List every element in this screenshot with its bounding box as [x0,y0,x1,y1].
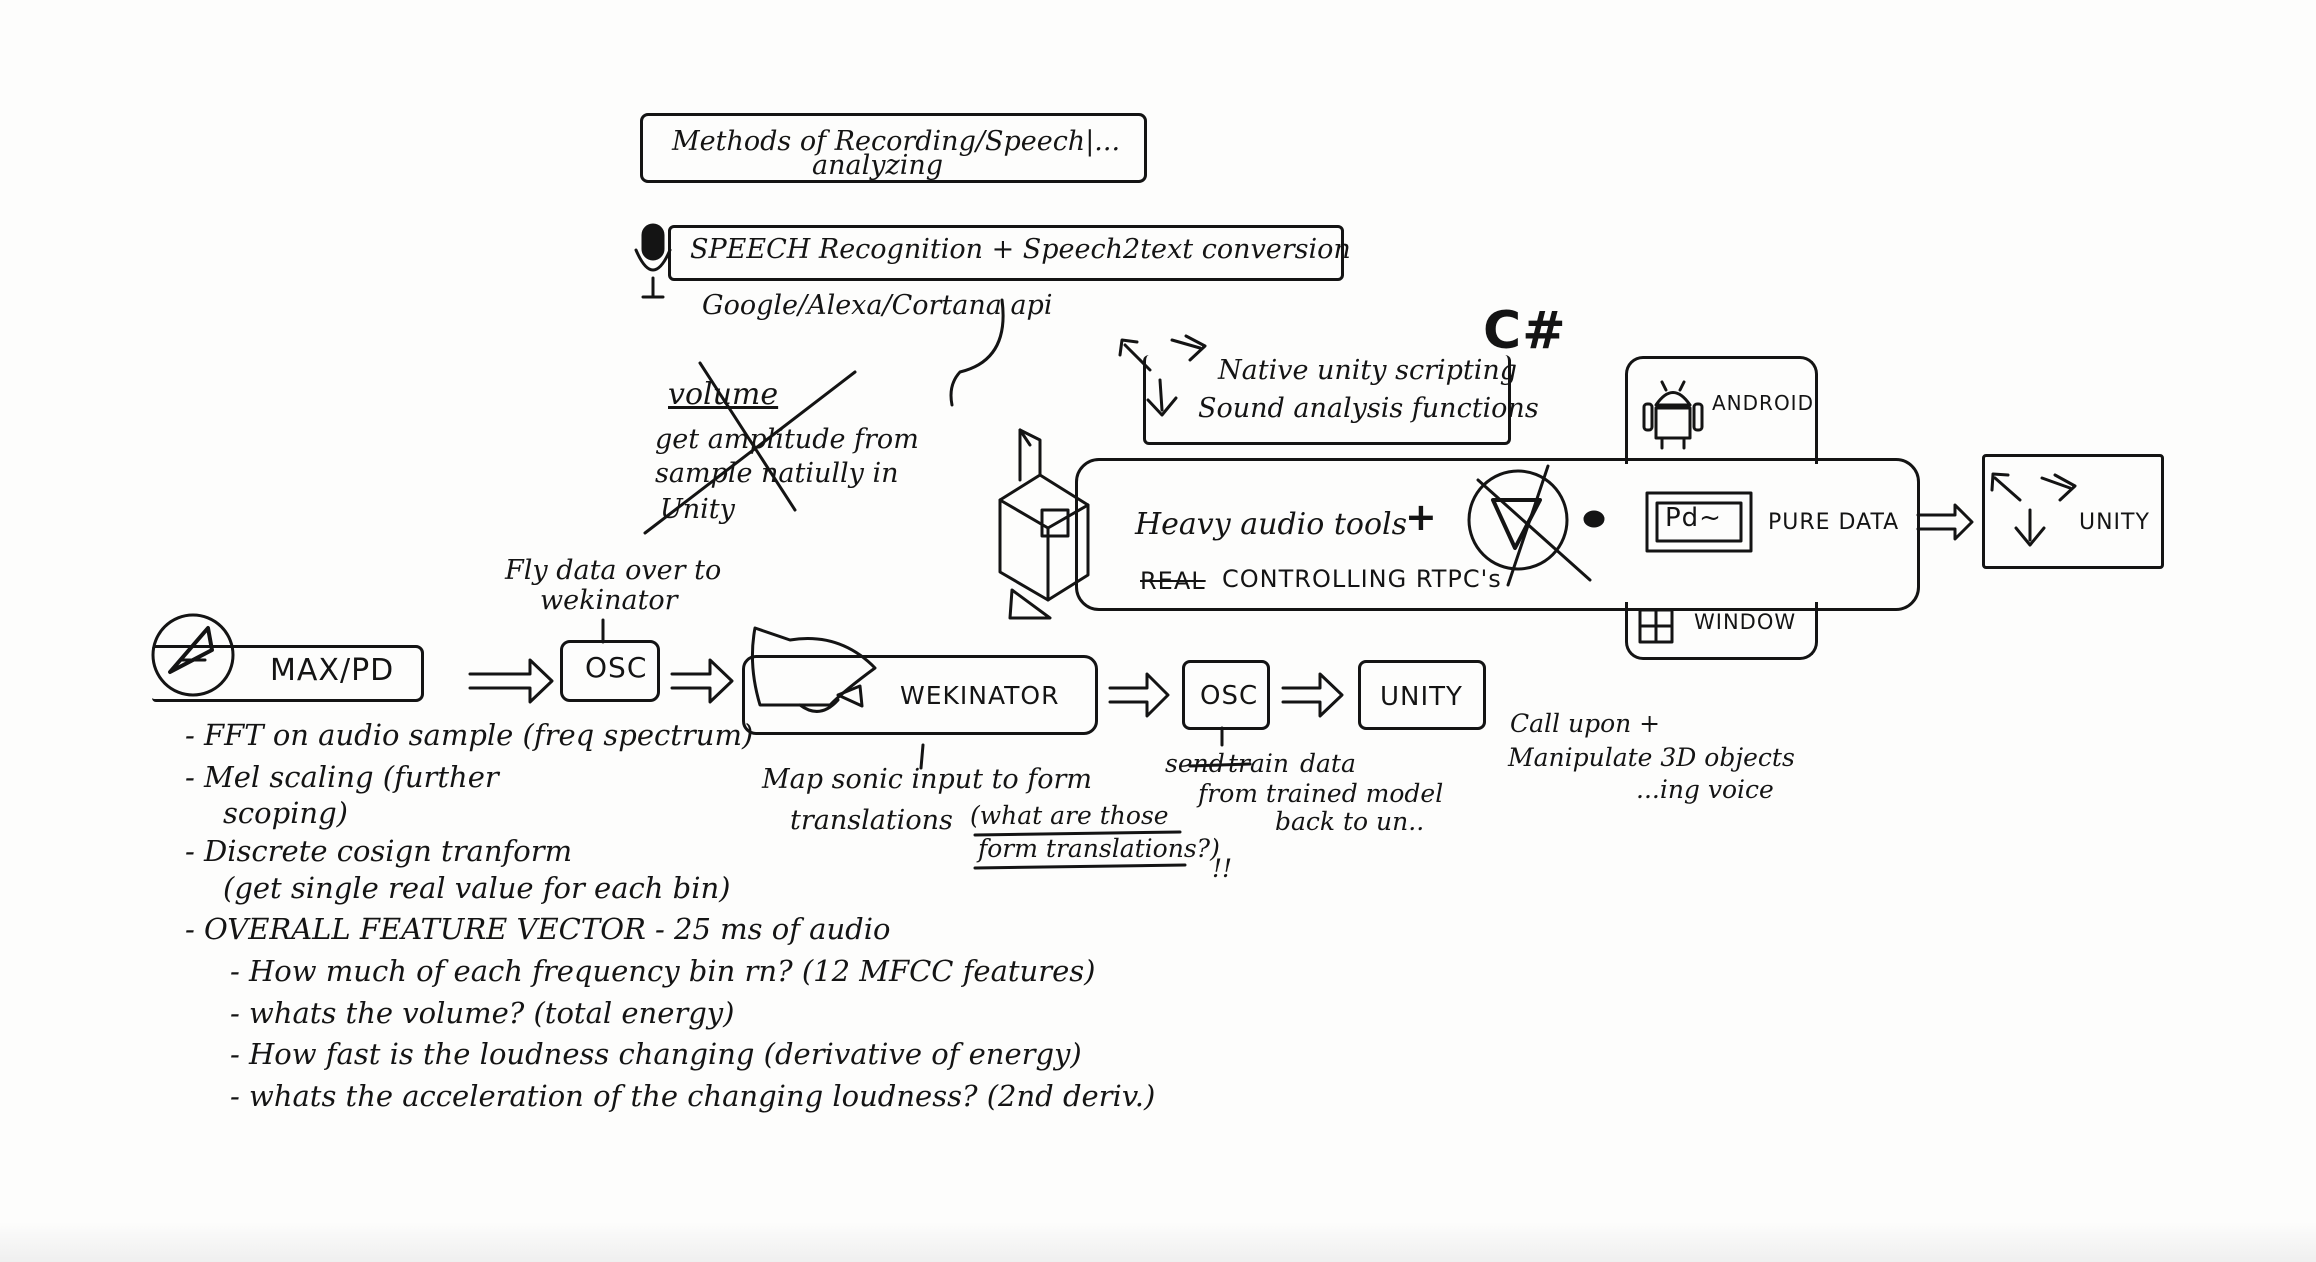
heavy-plus: + [1405,495,1438,539]
call-line-3: ...ing voice [1636,775,1774,804]
feature-item: - Discrete cosign tranform [185,834,573,868]
volume-cross-1 [698,361,797,512]
heavy-audio-label: Heavy audio tools [1135,507,1408,542]
maxpd-box [152,645,424,702]
windows-box [1625,602,1818,660]
send-line-1-post: data [1300,749,1356,778]
max-logo-icon [151,613,235,697]
wekinator-eye-icon [836,684,864,708]
volume-line-3: Unity [660,494,735,525]
wekinator-label: WEKINATOR [900,681,1060,710]
volume-cross-2 [643,370,857,535]
volume-line-1: get amplitude from [655,424,919,455]
send-line-3: back to un.. [1275,807,1425,836]
unity-top-label: UNITY [2079,510,2150,535]
unity-logo-right-icon [1990,472,2077,547]
osc-label-1: OSC [585,651,648,684]
call-line-2: Manipulate 3D objects [1508,743,1795,772]
android-box [1625,356,1818,464]
feature-item: - OVERALL FEATURE VECTOR - 25 ms of audi… [185,912,891,946]
speech-api-note: Google/Alexa/Cortana api [702,290,1053,321]
feature-item: - How much of each frequency bin rn? (12… [230,954,1096,988]
feature-item: - whats the acceleration of the changing… [230,1079,1156,1113]
feature-item: scoping) [223,796,348,830]
cube-sketch-icon [998,428,1090,620]
fly-note-line-1: Fly data over to [505,555,722,586]
feature-item: - whats the volume? (total energy) [230,996,735,1030]
call-line-1: Call upon + [1510,709,1661,738]
title-box [640,113,1147,183]
csharp-logo: C# [1483,301,1567,361]
feature-item: - How fast is the loudness changing (der… [230,1037,1082,1071]
heavy-sublabel: CONTROLLING RTPC's [1222,565,1502,593]
heavy-struck-word: REAL [1140,567,1206,595]
arrow-osc-wekinator [670,658,734,704]
heavy-audio-box [1075,458,1920,611]
feature-item: - FFT on audio sample (freq spectrum) [185,718,754,752]
native-line-1: Native unity scripting [1218,355,1518,386]
puredata-logo-icon [1645,491,1753,553]
fly-note-line-2: wekinator [540,585,678,616]
volume-heading: volume [668,377,779,412]
send-line-1-struck: train [1228,749,1289,778]
feature-item: - Mel scaling (further [185,760,499,794]
connector-squiggle [949,298,1005,407]
maxpd-label: MAX/PD [270,653,395,688]
android-icon [1642,380,1704,450]
native-line-2: Sound analysis functions [1198,393,1539,424]
question-line-1: (what are those [970,801,1169,830]
speech-recognition-label: SPEECH Recognition + Speech2text convers… [690,234,1351,265]
osc-box-1 [560,640,660,702]
osc-box-2 [1182,660,1270,730]
arrow-maxpd-osc [468,658,554,704]
wekinator-box [742,655,1098,735]
paper-shadow [0,1222,2316,1262]
question-line-2: form translations?) [978,834,1220,863]
puredata-logo-text: Pd~ [1665,503,1722,533]
map-note-line-2: translations [790,805,953,836]
wwise-crossed-icon [1467,464,1592,587]
osc-label-2: OSC [1200,681,1259,711]
feature-item: (get single real value for each bin) [223,871,731,905]
title-line-2: analyzing [812,150,944,181]
question-marks: !! [1212,854,1233,883]
native-unity-box [1143,355,1511,445]
arrow-wekinator-osc [1108,672,1170,718]
unity-label: UNITY [1380,682,1463,712]
arrow-osc-unity [1281,672,1344,718]
android-label: ANDROID [1712,391,1814,415]
windows-label: WINDOW [1694,610,1797,634]
title-line-1: Methods of Recording/Speech|... [672,126,1121,157]
send-line-1-pre: send [1165,749,1225,778]
arrow-to-unity-top [1916,503,1974,541]
volume-line-2: sample natiully in [655,458,899,489]
microphone-icon [634,223,672,299]
unity-box [1358,660,1486,730]
puredata-label: PURE DATA [1768,510,1900,535]
send-line-2: from trained model [1198,779,1444,808]
map-note-line-1: Map sonic input to form [762,764,1093,795]
unity-top-box [1982,454,2164,569]
speech-recognition-box [668,225,1344,281]
